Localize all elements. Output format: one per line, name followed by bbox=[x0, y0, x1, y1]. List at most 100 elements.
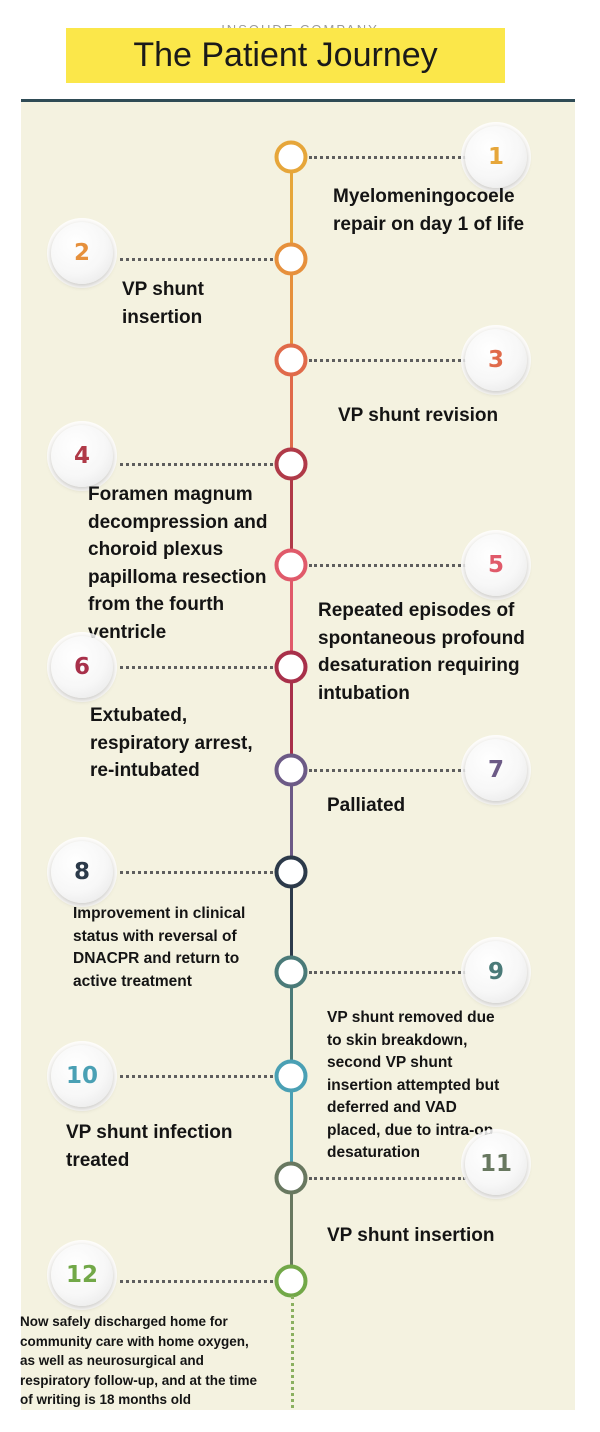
step-label: VP shunt insertion bbox=[122, 276, 204, 331]
timeline-node bbox=[274, 1161, 308, 1195]
header-divider bbox=[21, 99, 575, 102]
step-label-line: repair on day 1 of life bbox=[333, 213, 525, 235]
step-number: 4 bbox=[73, 443, 90, 469]
step-label-line: ventricle bbox=[88, 621, 167, 643]
step-number: 10 bbox=[65, 1063, 98, 1089]
step-number-badge: 10 bbox=[51, 1045, 113, 1107]
step-connector bbox=[309, 769, 466, 772]
timeline-node bbox=[274, 242, 308, 276]
step-label-line: insertion bbox=[122, 306, 203, 328]
timeline-segment bbox=[290, 565, 293, 667]
step-label-line: VP shunt bbox=[122, 279, 204, 300]
step-label-line: respiratory follow-up, and at the time bbox=[20, 1372, 258, 1388]
timeline-node bbox=[274, 548, 308, 582]
timeline-segment bbox=[290, 157, 293, 259]
step-number: 6 bbox=[73, 654, 90, 680]
step-connector bbox=[120, 463, 273, 466]
step-number-badge: 1 bbox=[465, 126, 527, 188]
step-label-line: re-intubated bbox=[90, 760, 200, 781]
step-connector bbox=[309, 1177, 466, 1180]
timeline-node bbox=[274, 650, 308, 684]
step-label-line: papilloma resection bbox=[88, 566, 267, 588]
timeline-segment bbox=[290, 770, 293, 872]
step-number-badge: 3 bbox=[465, 329, 527, 391]
step-number: 8 bbox=[73, 859, 90, 885]
step-number-badge: 8 bbox=[51, 841, 113, 903]
timeline-segment bbox=[290, 259, 293, 360]
timeline-node bbox=[274, 1264, 308, 1298]
step-label-line: deferred and VAD bbox=[327, 1099, 457, 1116]
timeline-node bbox=[274, 447, 308, 481]
step-label: Palliated bbox=[327, 792, 405, 820]
timeline-segment bbox=[290, 667, 293, 770]
step-number: 2 bbox=[73, 240, 90, 266]
step-label-line: Foramen magnum bbox=[88, 484, 253, 505]
step-number: 12 bbox=[65, 1262, 98, 1288]
step-number: 7 bbox=[487, 757, 504, 783]
step-number: 3 bbox=[487, 347, 504, 373]
step-label-line: DNACPR and return to bbox=[73, 950, 240, 967]
step-label-line: Now safely discharged home for bbox=[20, 1314, 228, 1329]
timeline-tail bbox=[291, 1296, 294, 1408]
step-label: Now safely discharged home for community … bbox=[20, 1312, 257, 1410]
step-label-line: Improvement in clinical bbox=[73, 905, 246, 922]
step-number: 9 bbox=[487, 959, 504, 985]
step-label: VP shunt infection treated bbox=[66, 1119, 232, 1174]
step-label: Myelomeningocoele repair on day 1 of life bbox=[333, 183, 524, 238]
step-label-line: treated bbox=[66, 1149, 130, 1171]
timeline-node bbox=[274, 140, 308, 174]
step-label-line: VP shunt removed due bbox=[327, 1009, 495, 1026]
timeline-node bbox=[274, 955, 308, 989]
timeline-node bbox=[274, 753, 308, 787]
step-connector bbox=[120, 1075, 273, 1078]
step-label-line: Palliated bbox=[327, 795, 406, 816]
step-number-badge: 12 bbox=[51, 1244, 113, 1306]
step-connector bbox=[309, 971, 466, 974]
timeline-segment bbox=[290, 1076, 293, 1178]
step-label-line: community care with home oxygen, bbox=[20, 1333, 249, 1349]
step-label-line: intubation bbox=[318, 682, 410, 704]
step-label-line: Myelomeningocoele bbox=[333, 186, 515, 207]
step-label-line: choroid plexus bbox=[88, 539, 224, 560]
timeline-segment bbox=[290, 464, 293, 565]
timeline-segment bbox=[290, 972, 293, 1076]
step-number-badge: 11 bbox=[465, 1133, 527, 1195]
step-connector bbox=[120, 666, 273, 669]
step-number-badge: 4 bbox=[51, 425, 113, 487]
step-label-line: VP shunt infection bbox=[66, 1122, 233, 1143]
timeline-segment bbox=[290, 872, 293, 972]
step-label-line: desaturation requiring bbox=[318, 655, 520, 676]
step-label-line: spontaneous profound bbox=[318, 627, 525, 649]
step-connector bbox=[309, 156, 466, 159]
timeline-segment bbox=[290, 1178, 293, 1281]
step-label: VP shunt insertion bbox=[327, 1222, 495, 1250]
company-name: INSOUDE COMPANY bbox=[221, 22, 379, 31]
step-label-line: to skin breakdown, bbox=[327, 1031, 468, 1049]
title-banner: The Patient Journey bbox=[66, 28, 505, 83]
step-label-line: desaturation bbox=[327, 1144, 421, 1161]
step-number-badge: 6 bbox=[51, 636, 113, 698]
step-connector bbox=[120, 871, 273, 874]
step-label-line: placed, due to intra-op bbox=[327, 1121, 494, 1139]
step-label-line: of writing is 18 months old bbox=[20, 1392, 192, 1407]
step-label-line: insertion attempted but bbox=[327, 1076, 500, 1094]
step-label-line: from the fourth bbox=[88, 594, 225, 615]
timeline-node bbox=[274, 343, 308, 377]
step-connector bbox=[120, 258, 273, 261]
timeline-segment bbox=[290, 360, 293, 464]
step-label-line: Extubated, bbox=[90, 705, 188, 726]
page-title: The Patient Journey bbox=[133, 36, 438, 74]
step-connector bbox=[309, 564, 466, 567]
step-label-line: VP shunt revision bbox=[338, 405, 499, 426]
step-label-line: VP shunt insertion bbox=[327, 1225, 495, 1246]
step-label-line: respiratory arrest, bbox=[90, 732, 253, 754]
step-number-badge: 9 bbox=[465, 941, 527, 1003]
step-connector bbox=[309, 359, 466, 362]
step-connector bbox=[120, 1280, 273, 1283]
step-label-line: second VP shunt bbox=[327, 1054, 453, 1071]
step-number-badge: 7 bbox=[465, 739, 527, 801]
step-label-line: decompression and bbox=[88, 511, 268, 533]
step-number: 1 bbox=[487, 144, 504, 170]
step-number-badge: 2 bbox=[51, 222, 113, 284]
